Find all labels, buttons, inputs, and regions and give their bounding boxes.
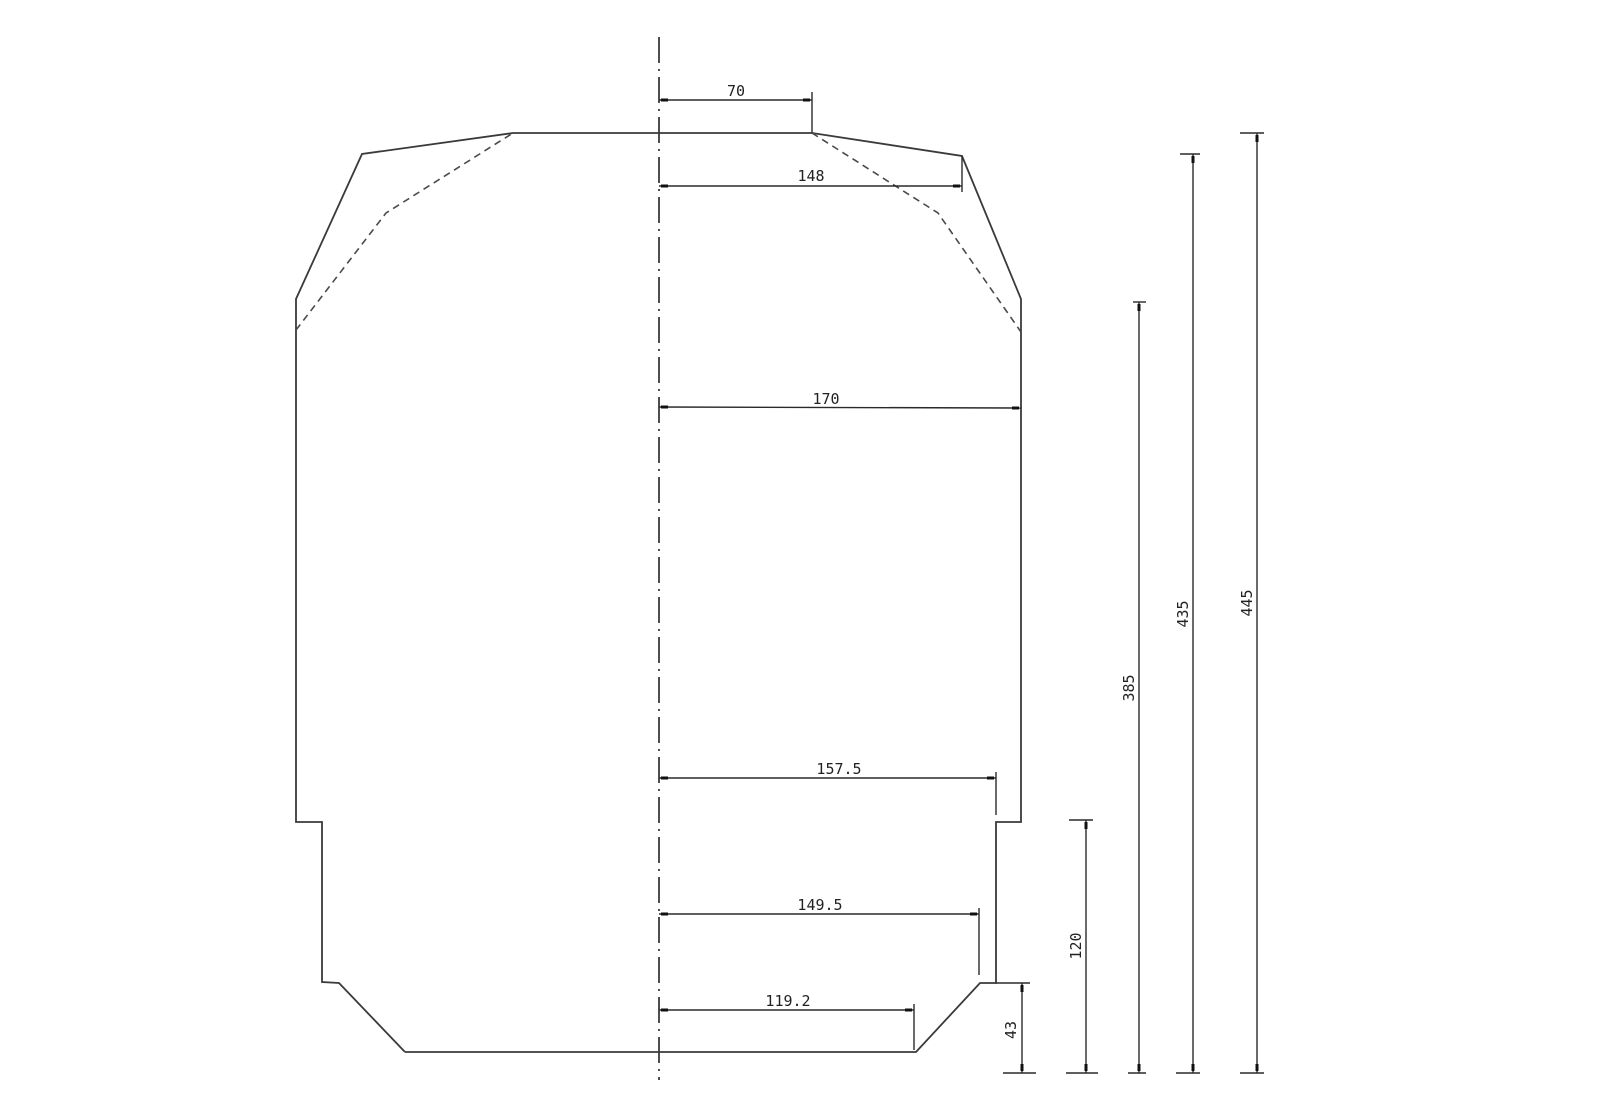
label-43: 43 xyxy=(1002,1021,1020,1039)
label-435: 435 xyxy=(1174,600,1192,627)
dimension-70: 70 xyxy=(659,82,813,133)
label-149-5: 149.5 xyxy=(797,896,842,914)
label-120: 120 xyxy=(1067,932,1085,959)
dimension-43: 43 xyxy=(996,982,1030,1073)
dimension-119-2: 119.2 xyxy=(659,992,915,1050)
roof-dashed-profile-right xyxy=(811,132,1022,333)
label-385: 385 xyxy=(1120,674,1138,701)
dimension-157-5: 157.5 xyxy=(659,760,997,815)
roof-dashed-profile-left xyxy=(295,132,514,331)
label-119-2: 119.2 xyxy=(765,992,810,1010)
label-157-5: 157.5 xyxy=(816,760,861,778)
label-170: 170 xyxy=(812,390,839,408)
dimension-170: 170 xyxy=(658,390,1022,410)
dimension-445: 445 xyxy=(1238,132,1264,1073)
label-445: 445 xyxy=(1238,589,1256,616)
dimension-148: 148 xyxy=(659,156,963,192)
dimension-149-5: 149.5 xyxy=(659,896,980,975)
dimension-385: 385 xyxy=(1120,301,1146,1073)
dimension-435: 435 xyxy=(1174,153,1200,1073)
label-148: 148 xyxy=(797,167,824,185)
label-70: 70 xyxy=(727,82,745,100)
dimension-120: 120 xyxy=(1067,819,1093,1073)
